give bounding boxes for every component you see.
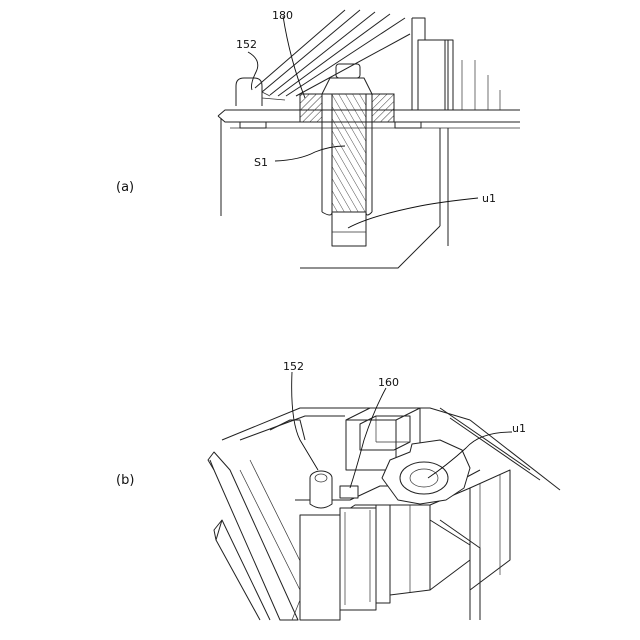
panel-b-drawing	[208, 372, 560, 620]
label-152-a: 152	[236, 38, 257, 51]
leader-u1a	[348, 198, 478, 228]
bus-bars	[255, 10, 410, 96]
bolt-S1	[322, 94, 372, 246]
label-u1-b: u1	[512, 422, 526, 435]
label-180-a: 180	[272, 9, 293, 22]
terminal-152	[236, 78, 285, 106]
leader-152b	[292, 372, 318, 470]
label-u1-a: u1	[482, 192, 496, 205]
post-152	[310, 471, 332, 508]
label-152-b: 152	[283, 360, 304, 373]
panel-b-label: (b)	[116, 473, 134, 488]
label-S1-a: S1	[254, 156, 268, 169]
label-160-b: 160	[378, 376, 399, 389]
left-walls	[208, 452, 312, 620]
panel-a-drawing	[218, 10, 520, 268]
housing-right	[412, 18, 500, 110]
leader-152a	[248, 52, 258, 90]
panel-a-label: (a)	[116, 180, 134, 195]
